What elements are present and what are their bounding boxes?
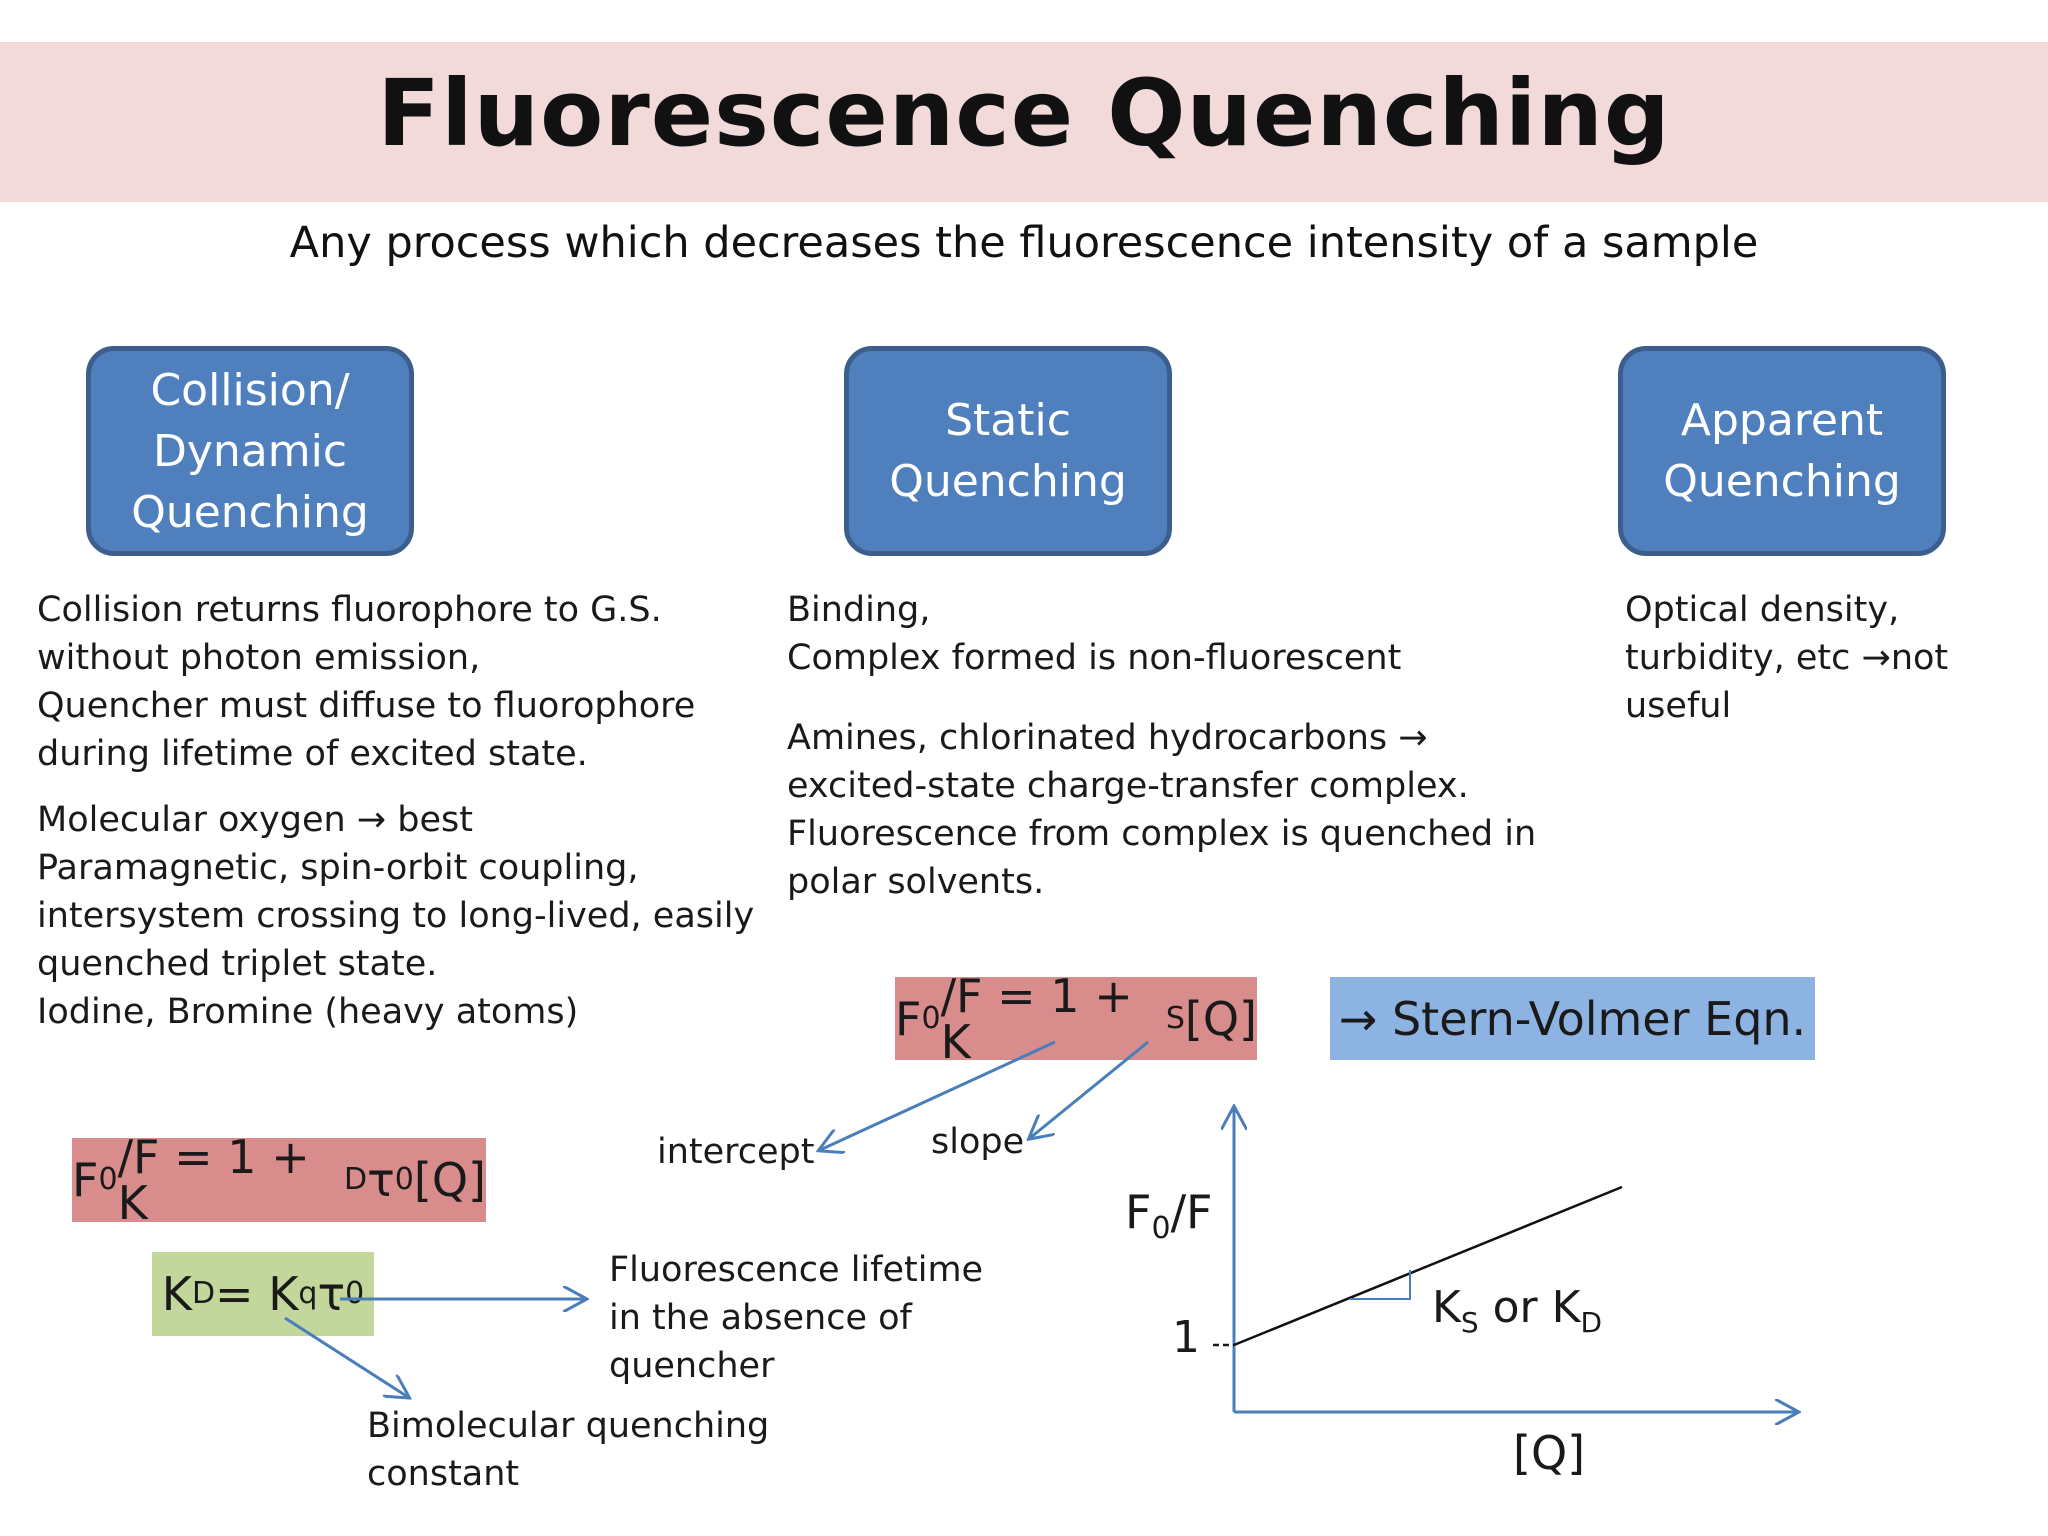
plot-y-label: F0/F <box>1125 1185 1213 1247</box>
apparent-description: Optical density, turbidity, etc →not use… <box>1625 590 1949 726</box>
dynamic-description: Collision returns fluorophore to G.S. wi… <box>37 590 696 774</box>
slope-arrow <box>1030 1040 1149 1138</box>
slide-title: Fluorescence Quenching <box>377 60 1671 167</box>
stern-volmer-label: → Stern-Volmer Eqn. <box>1330 977 1815 1060</box>
apparent-quenching-box: Apparent Quenching <box>1618 346 1946 556</box>
static-examples: Amines, chlorinated hydrocarbons → excit… <box>787 718 1537 902</box>
plot-y-tick-label: 1 <box>1172 1312 1200 1363</box>
intercept-label: intercept <box>657 1132 815 1172</box>
static-description: Binding, Complex formed is non-fluoresce… <box>787 590 1402 678</box>
slope-label: slope <box>931 1122 1025 1162</box>
plot-x-label: [Q] <box>1513 1426 1586 1480</box>
bimolecular-arrow <box>284 1316 408 1397</box>
dynamic-quenching-box: Collision/ Dynamic Quenching <box>86 346 414 556</box>
plot-slope-label: KS or KD <box>1432 1282 1603 1339</box>
slide-subtitle: Any process which decreases the fluoresc… <box>289 218 1759 268</box>
plot-data-line <box>1233 1185 1623 1347</box>
dynamic-examples: Molecular oxygen → best Paramagnetic, sp… <box>37 800 755 1032</box>
lifetime-annotation: Fluorescence lifetime in the absence of … <box>609 1250 984 1386</box>
intercept-arrow <box>820 1040 1056 1150</box>
title-band <box>0 42 2048 202</box>
bimolecular-annotation: Bimolecular quenching constant <box>367 1406 770 1494</box>
plot-slope-triangle <box>1350 1270 1411 1300</box>
static-quenching-box: Static Quenching <box>844 346 1172 556</box>
